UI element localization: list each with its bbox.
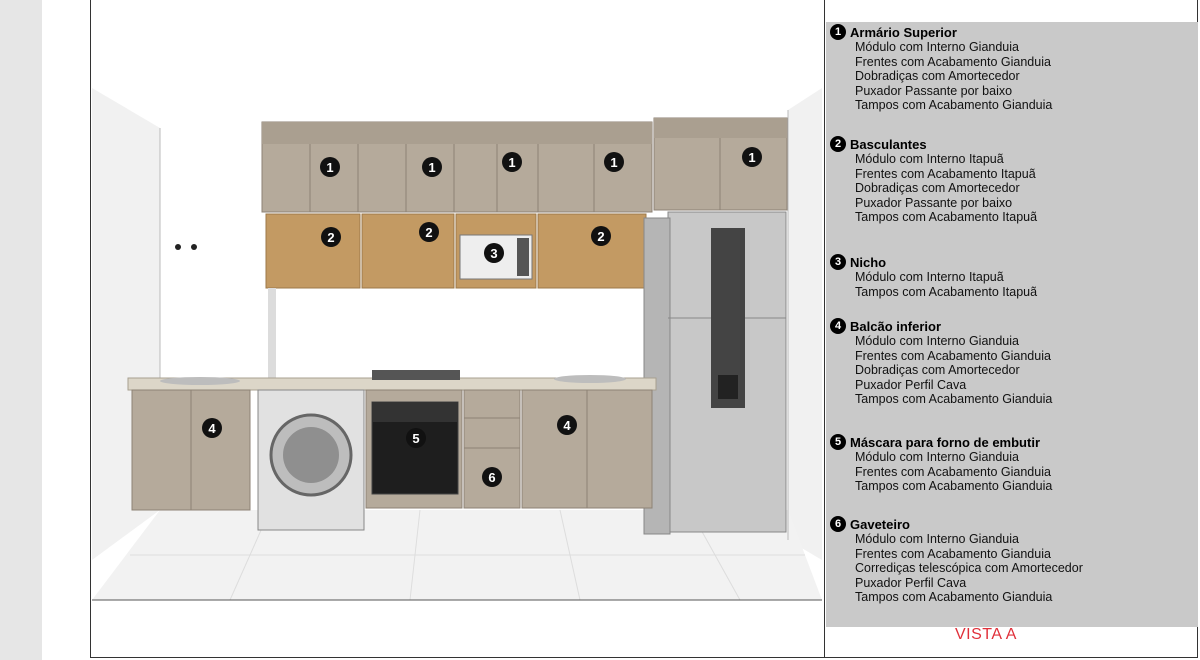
marker-basculante-2: 2: [419, 222, 439, 242]
svg-text:1: 1: [326, 160, 333, 175]
legend-line: Módulo com Interno Gianduia: [855, 334, 1019, 348]
legend-line: Corrediças telescópica com Amortecedor: [855, 561, 1083, 575]
sink-left: [160, 377, 240, 385]
svg-text:2: 2: [597, 229, 604, 244]
legend-line: Dobradiças com Amortecedor: [855, 69, 1020, 83]
svg-text:1: 1: [508, 155, 515, 170]
marker-nicho: 3: [484, 243, 504, 263]
marker-armario-1: 1: [320, 157, 340, 177]
svg-text:1: 1: [610, 155, 617, 170]
marker-balcao-1: 4: [202, 418, 222, 438]
legend-title: Nicho: [850, 254, 887, 270]
legend-line: Módulo com Interno Itapuã: [855, 152, 1004, 166]
legend-line: Módulo com Interno Itapuã: [855, 270, 1004, 284]
countertop: [127, 377, 657, 391]
svg-text:1: 1: [428, 160, 435, 175]
legend-line: Frentes com Acabamento Gianduia: [855, 54, 1051, 69]
marker-armario-4: 1: [604, 152, 624, 172]
legend-line: Puxador Passante por baixo: [855, 83, 1013, 98]
svg-text:3: 3: [490, 246, 497, 261]
marker-basculante-1: 2: [321, 227, 341, 247]
legend-number: 5: [830, 434, 846, 450]
legend-line: Módulo com Interno Gianduia: [855, 450, 1019, 464]
legend-background: [826, 22, 1198, 627]
svg-text:4: 4: [208, 421, 216, 436]
legend-line: Módulo com Interno Gianduia: [855, 532, 1019, 546]
svg-text:5: 5: [412, 431, 419, 446]
outlet-hole: [175, 244, 181, 250]
legend-divider: [824, 0, 825, 658]
marker-mascara: 5: [406, 428, 426, 448]
legend-number: 1: [830, 24, 846, 40]
legend-line: Dobradiças com Amortecedor: [855, 363, 1020, 377]
legend-title: Balcão inferior: [850, 318, 942, 334]
outlet-hole: [191, 244, 197, 250]
svg-text:2: 2: [425, 225, 432, 240]
marker-armario-2: 1: [422, 157, 442, 177]
legend-line: Frentes com Acabamento Itapuã: [855, 166, 1036, 181]
marker-basculante-3: 2: [591, 226, 611, 246]
view-caption: VISTA A: [955, 626, 1017, 643]
legend-title: Máscara para forno de embutir: [850, 434, 1040, 450]
legend-line: Tampos com Acabamento Itapuã: [855, 284, 1038, 299]
legend-number: 2: [830, 136, 846, 152]
legend-line: Puxador Perfil Cava: [855, 377, 967, 392]
legend-line: Frentes com Acabamento Gianduia: [855, 348, 1051, 363]
legend-line: Módulo com Interno Gianduia: [855, 40, 1019, 54]
marker-armario-3: 1: [502, 152, 522, 172]
legend-number: 4: [830, 318, 846, 334]
left-margin-strip: [0, 0, 42, 660]
svg-text:1: 1: [748, 150, 755, 165]
basculante-left: [265, 213, 361, 289]
legend-line: Tampos com Acabamento Gianduia: [855, 98, 1053, 112]
cooktop: [372, 370, 460, 380]
basculante-middle: [361, 213, 455, 289]
marker-gaveteiro: 6: [482, 467, 502, 487]
legend-line: Tampos com Acabamento Gianduia: [855, 392, 1053, 406]
legend-title: Basculantes: [850, 136, 927, 152]
svg-text:4: 4: [563, 418, 571, 433]
legend-number: 3: [830, 254, 846, 270]
svg-text:2: 2: [327, 230, 334, 245]
legend-title: Armário Superior: [850, 24, 957, 40]
legend-line: Tampos com Acabamento Itapuã: [855, 210, 1038, 224]
legend-number: 6: [830, 516, 846, 532]
legend-line: Tampos com Acabamento Gianduia: [855, 479, 1053, 493]
basculante-right: [537, 213, 647, 289]
marker-armario-5: 1: [742, 147, 762, 167]
right-wall: [788, 88, 822, 560]
legend-line: Tampos com Acabamento Gianduia: [855, 590, 1053, 604]
legend-line: Frentes com Acabamento Gianduia: [855, 546, 1051, 561]
marker-balcao-2: 4: [557, 415, 577, 435]
legend-title: Gaveteiro: [850, 516, 910, 532]
legend-line: Dobradiças com Amortecedor: [855, 181, 1020, 195]
svg-text:6: 6: [488, 470, 495, 485]
gaveteiro: [463, 389, 521, 509]
legend-line: Puxador Perfil Cava: [855, 575, 967, 590]
legend-line: Puxador Passante por baixo: [855, 195, 1013, 210]
legend-line: Frentes com Acabamento Gianduia: [855, 464, 1051, 479]
sink-right: [554, 375, 626, 383]
